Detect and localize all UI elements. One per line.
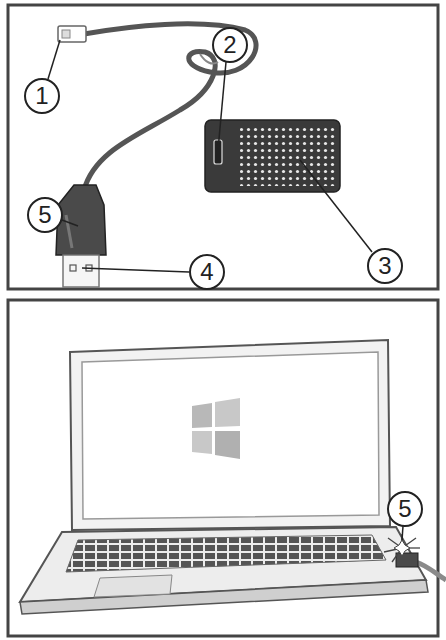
callout-number: 2: [212, 27, 248, 63]
laptop-lid: [70, 340, 390, 530]
usb-housing: [56, 185, 106, 255]
callout-number: 1: [24, 78, 60, 114]
battery: [205, 120, 340, 192]
touchpad: [94, 575, 172, 597]
callout-number: 4: [189, 254, 225, 290]
usb-housing: [396, 553, 418, 567]
small-connector: [58, 26, 86, 42]
laptop-edge: [20, 580, 428, 614]
usb-plug: [63, 255, 99, 287]
windows-logo: [192, 398, 240, 459]
leader-line: [402, 526, 403, 540]
light-flash: [394, 540, 410, 556]
laptop-screen: [82, 352, 379, 519]
keyboard: [66, 535, 386, 572]
connector-detail: [62, 30, 70, 38]
housing-highlight: [66, 215, 72, 248]
callout-number: 5: [387, 491, 423, 527]
panel-frame: [8, 5, 438, 289]
cable: [416, 562, 446, 580]
battery-vents: [240, 126, 335, 186]
callout-number: 3: [367, 248, 403, 284]
leader-lines: [48, 40, 372, 272]
plug-hole: [70, 265, 76, 271]
panel-frame: [8, 300, 438, 636]
callout-number: 5: [27, 197, 63, 233]
